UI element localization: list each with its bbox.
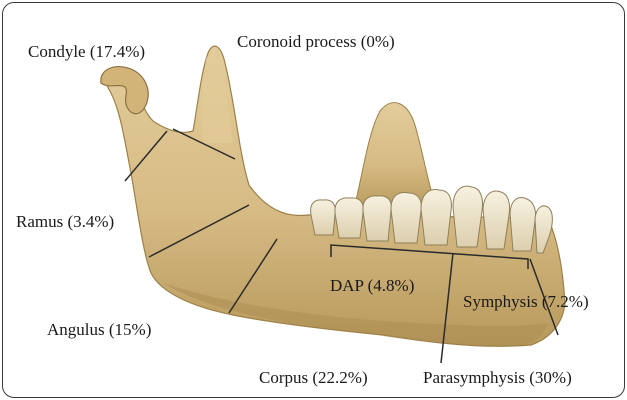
label-dap: DAP (4.8%) bbox=[330, 277, 414, 294]
label-parasymphysis: Parasymphysis (30%) bbox=[423, 369, 572, 386]
tooth bbox=[363, 196, 391, 241]
label-coronoid: Coronoid process (0%) bbox=[237, 33, 395, 50]
tooth bbox=[335, 198, 363, 238]
tooth bbox=[391, 193, 421, 243]
tooth bbox=[421, 190, 451, 245]
label-symphysis: Symphysis (7.2%) bbox=[463, 293, 589, 310]
label-angulus: Angulus (15%) bbox=[47, 321, 151, 338]
label-corpus: Corpus (22.2%) bbox=[259, 369, 368, 386]
tooth bbox=[453, 186, 483, 247]
tooth bbox=[311, 200, 336, 235]
tooth bbox=[510, 198, 536, 251]
anterior-crest bbox=[353, 103, 435, 213]
label-ramus: Ramus (3.4%) bbox=[16, 213, 114, 230]
label-condyle: Condyle (17.4%) bbox=[28, 43, 145, 60]
tooth bbox=[483, 191, 510, 249]
